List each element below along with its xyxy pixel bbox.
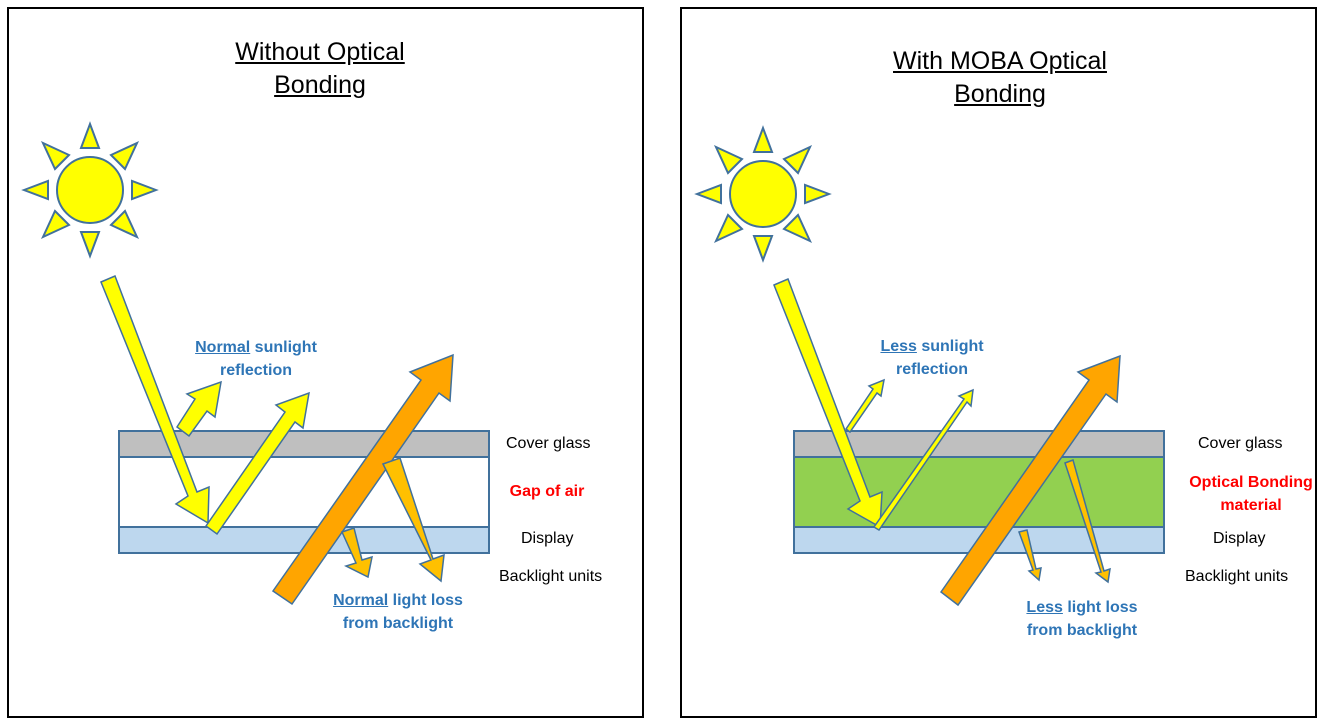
backlight-label: Backlight units: [499, 568, 603, 585]
reflection-arrow-large: [204, 391, 310, 536]
cover-glass-label: Cover glass: [1198, 435, 1283, 452]
light-loss-arrow-1: [340, 527, 373, 579]
light-loss-arrow-2: [1064, 459, 1111, 584]
air-gap-label: Gap of air: [509, 483, 585, 500]
display-label: Display: [521, 530, 574, 547]
panel-with-bonding: [680, 7, 1317, 718]
reflection-label: Less sunlight reflection: [880, 338, 984, 378]
light-loss-label: Less light loss from backlight: [1026, 599, 1138, 639]
backlight-output-arrow: [939, 354, 1121, 607]
light-loss-label: Normal light loss from backlight: [333, 592, 463, 632]
panel-title: With MOBA Optical Bonding: [893, 47, 1107, 108]
light-loss-arrow-2: [381, 457, 445, 583]
air-gap-layer: [118, 456, 490, 528]
cover-glass-layer: [793, 430, 1165, 458]
panel-title: Without Optical Bonding: [235, 38, 405, 99]
reflection-arrow-small: [175, 380, 222, 438]
backlight-label: Backlight units: [1185, 568, 1289, 585]
incoming-sunlight-arrow: [100, 275, 210, 525]
backlight-output-arrow: [271, 353, 454, 606]
sun-icon: [21, 121, 159, 259]
reflection-arrow-large: [872, 388, 974, 532]
bonding-material-label: Optical Bonding material: [1189, 474, 1313, 514]
cover-glass-label: Cover glass: [506, 435, 591, 452]
incoming-sunlight-arrow: [773, 278, 883, 529]
light-loss-arrow-1: [1018, 529, 1042, 582]
reflection-arrow-small: [844, 378, 885, 434]
display-label: Display: [1213, 530, 1266, 547]
panel-without-bonding: [7, 7, 644, 718]
reflection-label: Normal sunlight reflection: [195, 339, 317, 379]
sun-icon: [694, 125, 832, 263]
